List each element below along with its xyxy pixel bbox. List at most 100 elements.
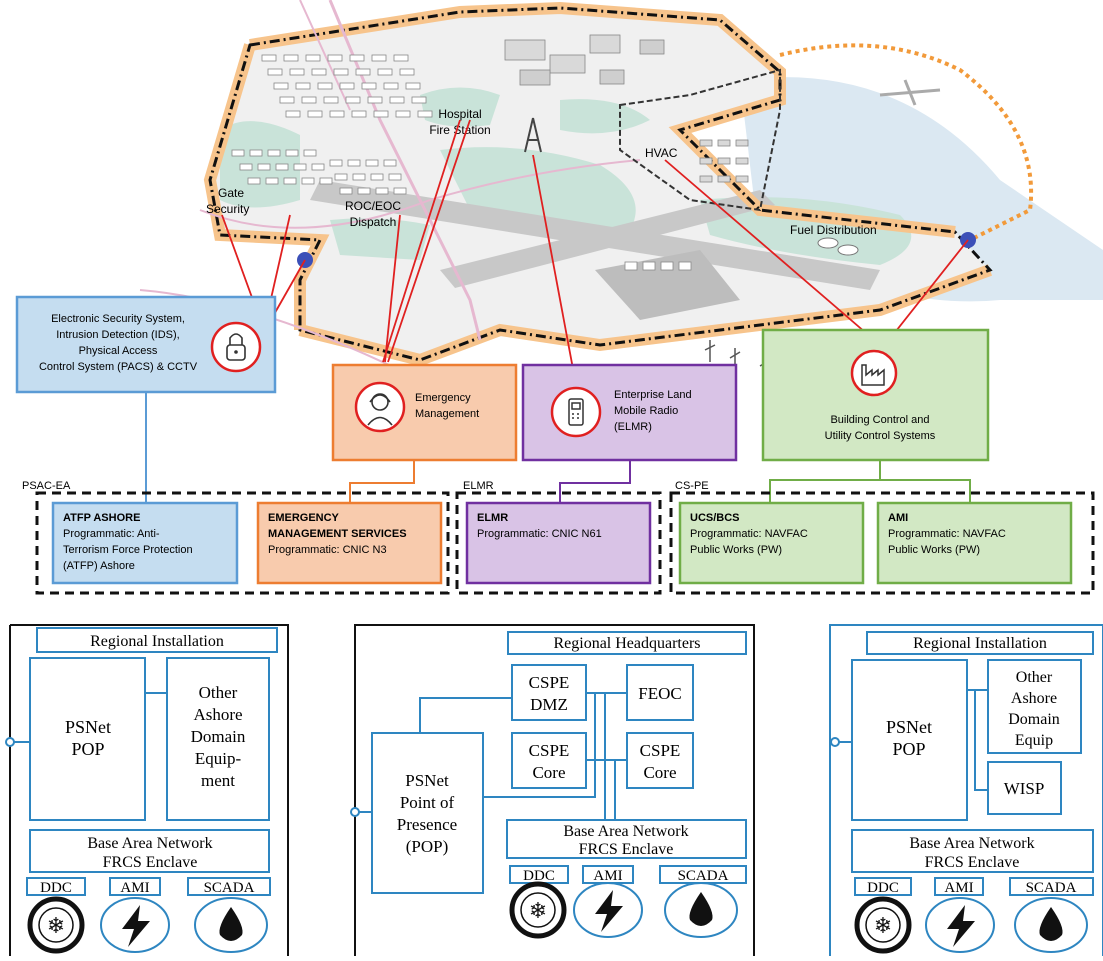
- label-roc-eoc: ROC/EOC: [345, 199, 401, 213]
- building: [717, 139, 731, 147]
- left-ddc-label: DDC: [40, 880, 72, 896]
- ucs-bcs-title: UCS/BCS: [690, 512, 740, 524]
- power-line-icon: [704, 340, 771, 380]
- mid-panel-title: Regional Headquarters: [553, 635, 700, 652]
- factory-icon: [861, 364, 885, 386]
- building: [735, 139, 749, 147]
- building: [639, 39, 665, 55]
- group-label-elmr: ELMR: [463, 480, 494, 492]
- left-ami-box: [109, 877, 161, 896]
- building: [265, 177, 279, 185]
- device-icons: ❄❄❄: [27, 881, 1088, 954]
- building-cluster: [231, 34, 749, 271]
- elmr-line-1: Enterprise Land: [614, 389, 692, 401]
- right-ddc-box: [854, 877, 912, 896]
- elmr-program-box: [465, 501, 652, 585]
- building: [393, 54, 409, 62]
- ucs-bcs-line-1: Programmatic: NAVFAC: [690, 528, 808, 540]
- building: [329, 110, 345, 118]
- building: [334, 173, 348, 181]
- connector-line: [884, 239, 969, 346]
- left-pop-line-2: POP: [71, 739, 104, 759]
- building: [339, 187, 353, 195]
- water-drop-icon: [194, 897, 268, 953]
- mid-dmz-line-2: DMZ: [530, 695, 568, 714]
- atfp-line-1: Programmatic: Anti-: [63, 528, 160, 540]
- em-line-1: Emergency: [415, 392, 471, 404]
- mid-core1-line-2: Core: [532, 763, 565, 782]
- left-other-line-4: Equip-: [195, 749, 242, 768]
- ess-line-4: Control System (PACS) & CCTV: [39, 361, 198, 373]
- right-pop-line-1: PSNet: [886, 717, 932, 737]
- elmr-program-title: ELMR: [477, 512, 508, 524]
- building: [355, 68, 371, 76]
- building: [589, 34, 621, 54]
- building: [549, 54, 586, 74]
- building: [699, 175, 713, 183]
- program-ucs-bcs: UCS/BCS Programmatic: NAVFAC Public Work…: [678, 501, 865, 585]
- program-ems: EMERGENCY MANAGEMENT SERVICES Programmat…: [256, 501, 443, 585]
- lightning-icon: [925, 897, 995, 953]
- right-pop-box: [851, 659, 968, 821]
- mid-pop-box: [371, 732, 484, 894]
- building: [239, 163, 253, 171]
- building: [347, 159, 361, 167]
- mid-core2-line-1: CSPE: [640, 741, 681, 760]
- panel-left: [5, 624, 289, 956]
- elmr-connector: [559, 460, 631, 503]
- right-other-box: [987, 659, 1082, 754]
- right-ban-line-2: FRCS Enclave: [925, 854, 1020, 871]
- building: [678, 261, 692, 271]
- system-connectors: [145, 392, 971, 503]
- building: [303, 149, 317, 157]
- panel-right: [829, 624, 1103, 956]
- building: [393, 187, 407, 195]
- building: [307, 110, 323, 118]
- building: [345, 96, 361, 104]
- runway: [440, 190, 775, 288]
- offshore-boundary: [779, 43, 1034, 242]
- mid-ami-label: AMI: [593, 868, 622, 884]
- building: [289, 68, 305, 76]
- right-other-line-1: Other: [1016, 669, 1053, 686]
- left-ami-label: AMI: [120, 880, 149, 896]
- label-fuel-distribution: Fuel Distribution: [790, 223, 877, 237]
- ems-line-1: Programmatic: CNIC N3: [268, 544, 387, 556]
- left-ban-box: [29, 829, 270, 873]
- right-ddc-label: DDC: [867, 880, 899, 896]
- building: [295, 82, 311, 90]
- building: [351, 110, 367, 118]
- building: [411, 96, 427, 104]
- building: [317, 82, 333, 90]
- mid-core1-line-1: CSPE: [529, 741, 570, 760]
- building: [405, 82, 421, 90]
- left-ban-line-2: FRCS Enclave: [103, 854, 198, 871]
- label-hvac: HVAC: [645, 146, 678, 160]
- building: [352, 173, 366, 181]
- system-ess: Electronic Security System, Intrusion De…: [15, 295, 277, 394]
- system-bcs: Building Control and Utility Control Sys…: [761, 328, 990, 462]
- atfp-line-3: (ATFP) Ashore: [63, 560, 135, 572]
- building: [395, 110, 411, 118]
- ess-line-1: Electronic Security System,: [51, 313, 185, 325]
- building: [301, 177, 315, 185]
- right-ban-box: [851, 829, 1094, 873]
- right-other-line-3: Domain: [1008, 711, 1060, 728]
- mid-feoc-label: FEOC: [638, 684, 681, 703]
- radio-icon-circle: [550, 386, 602, 438]
- left-scada-label: SCADA: [204, 880, 255, 896]
- left-ddc-box: [26, 877, 86, 896]
- left-port-icon: [5, 737, 15, 747]
- ucs-bcs-box: [678, 501, 865, 585]
- building: [504, 39, 546, 61]
- building: [283, 54, 299, 62]
- mid-pop-line-4: (POP): [406, 837, 449, 856]
- radio-icon: [568, 398, 584, 426]
- building: [323, 96, 339, 104]
- right-other-line-4: Equip: [1015, 732, 1053, 749]
- right-panel-title: Regional Installation: [913, 635, 1047, 652]
- building: [371, 54, 387, 62]
- building: [267, 149, 281, 157]
